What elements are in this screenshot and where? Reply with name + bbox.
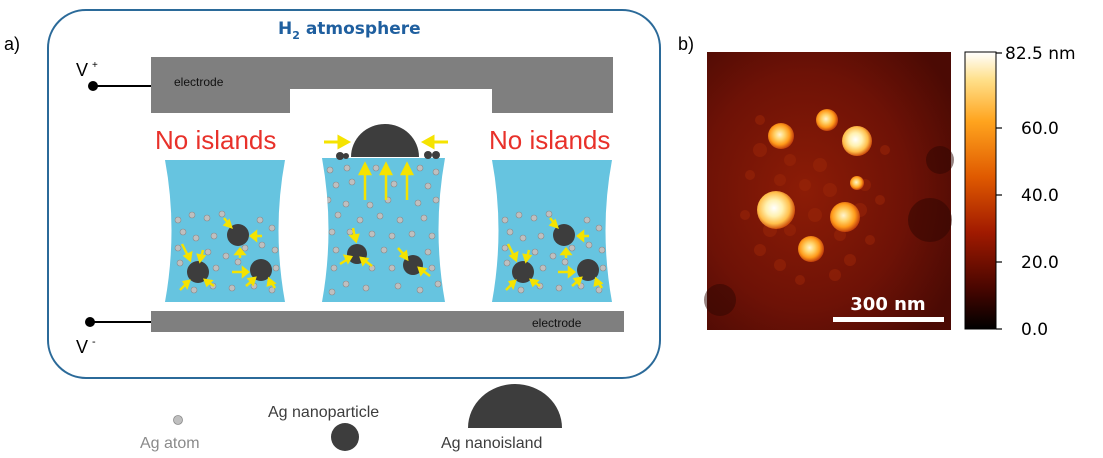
arrow-group-island — [324, 134, 448, 150]
atom-group-right — [501, 210, 607, 294]
v-plus-sign: + — [92, 60, 98, 71]
arrow-group-middle — [339, 161, 431, 277]
top-electrode — [151, 57, 613, 113]
v-plus-v: V — [76, 60, 88, 80]
v-minus-label: V- — [76, 336, 96, 357]
atom-group-middle — [324, 164, 442, 296]
nanoparticle-left-2 — [187, 261, 209, 283]
top-electrode-label: electrode — [174, 75, 224, 89]
afm-island-2 — [816, 109, 838, 131]
nanoisland-top — [351, 124, 419, 157]
afm-island-5 — [757, 191, 795, 229]
v-minus-sign: - — [92, 336, 96, 348]
atmosphere-word: atmosphere — [306, 19, 421, 39]
afm-island-7 — [798, 236, 824, 262]
nanoparticle-right-3 — [577, 259, 599, 281]
arrow-group-right — [505, 217, 604, 291]
legend-nanoisland-icon — [468, 384, 562, 428]
nanoparticle-right-1 — [553, 224, 575, 246]
colorbar-tick-max: 82.5 nm — [1005, 44, 1076, 64]
no-islands-left: No islands — [155, 125, 276, 155]
panel-a-label: a) — [4, 34, 20, 54]
bottom-electrode — [151, 311, 624, 332]
small-particles-top — [336, 151, 440, 160]
colorbar-tick-20: 20.0 — [1021, 253, 1059, 273]
colorbar-tick-0: 0.0 — [1021, 320, 1048, 340]
legend-nanoparticle-icon — [331, 423, 359, 451]
colorbar-ticks — [996, 52, 1002, 330]
atmosphere-title: H2 atmosphere — [278, 19, 421, 42]
afm-image: 300 nm — [704, 52, 954, 330]
colorbar-tick-60: 60.0 — [1021, 119, 1059, 139]
legend-nanoisland-label: Ag nanoisland — [441, 435, 542, 452]
panel-b-label: b) — [678, 34, 694, 54]
afm-island-6 — [830, 202, 860, 232]
afm-island-3 — [842, 126, 872, 156]
afm-island-4 — [850, 176, 864, 190]
v-plus-label: V+ — [76, 60, 98, 80]
legend-atom-label: Ag atom — [140, 435, 200, 452]
atmosphere-sub: 2 — [292, 29, 300, 42]
no-islands-right: No islands — [489, 125, 610, 155]
bottom-electrode-label: electrode — [532, 316, 582, 330]
nanoparticle-left-1 — [227, 224, 249, 246]
solution-block-middle — [322, 158, 445, 302]
afm-dark-patches — [704, 146, 954, 316]
nanoparticle-left-3 — [250, 259, 272, 281]
afm-island-1 — [768, 123, 794, 149]
colorbar — [964, 51, 997, 330]
scale-bar — [833, 317, 944, 322]
nanoparticle-right-2 — [512, 261, 534, 283]
afm-texture — [740, 115, 890, 285]
arrow-group-left — [179, 217, 277, 291]
atmosphere-h: H — [278, 19, 292, 39]
scale-bar-label: 300 nm — [850, 294, 925, 315]
legend-nanoparticle-label: Ag nanoparticle — [268, 404, 379, 421]
legend-atom-icon — [173, 415, 183, 425]
v-minus-v: V — [76, 337, 88, 357]
colorbar-tick-40: 40.0 — [1021, 186, 1059, 206]
